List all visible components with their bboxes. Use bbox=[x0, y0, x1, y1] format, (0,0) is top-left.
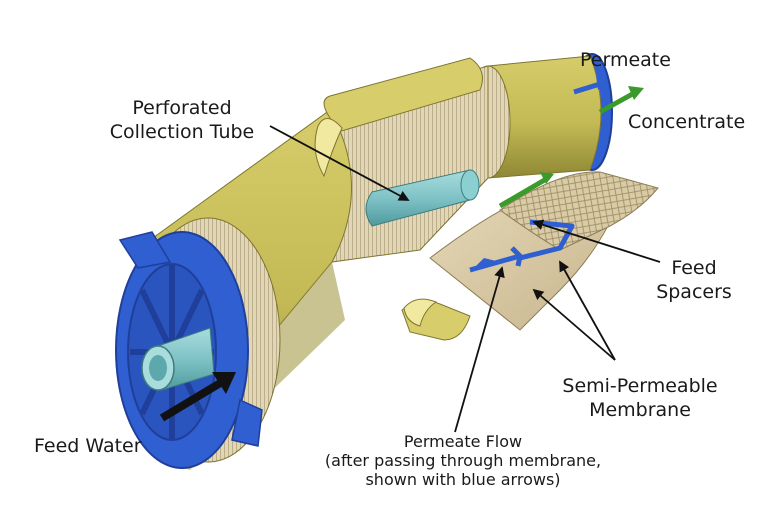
permeate-flow-arrows bbox=[469, 219, 575, 273]
label-perforated-line1: Perforated bbox=[132, 97, 232, 119]
leader-feed-spacers bbox=[532, 219, 661, 263]
label-concentrate: Concentrate bbox=[628, 111, 746, 133]
label-feed-water: Feed Water bbox=[34, 435, 142, 457]
feed-water-arrow bbox=[159, 372, 236, 422]
shell-flap-top bbox=[314, 57, 483, 178]
concentrate-out-arrow bbox=[598, 86, 644, 115]
label-membrane-line2: Membrane bbox=[589, 399, 691, 421]
feed-spacer-mesh bbox=[499, 171, 659, 251]
label-feed-spacers: Feed Spacers bbox=[654, 256, 734, 304]
permeate-out-arrow bbox=[573, 76, 608, 95]
label-permeate-flow-group: Permeate Flow (after passing through mem… bbox=[318, 432, 608, 489]
leader-perforated-tube bbox=[269, 125, 410, 201]
leader-membrane-1 bbox=[532, 288, 616, 361]
label-membrane-line1: Semi-Permeable bbox=[562, 375, 718, 397]
collection-tube-front-end bbox=[141, 327, 215, 391]
label-perforated-collection-tube: Perforated Collection Tube bbox=[92, 96, 272, 144]
concentrate-arrow-inner bbox=[498, 172, 554, 209]
label-permeate-flow-note-line1: (after passing through membrane, bbox=[324, 451, 602, 470]
label-perforated-line2: Collection Tube bbox=[109, 121, 255, 143]
label-semi-permeable-membrane: Semi-Permeable Membrane bbox=[552, 374, 728, 422]
perforated-collection-tube bbox=[365, 169, 480, 227]
label-feed-spacers-line1: Feed bbox=[671, 257, 717, 279]
leader-membrane-2 bbox=[559, 260, 616, 361]
leader-permeate-flow bbox=[454, 266, 505, 433]
label-permeate-flow-note-line2: shown with blue arrows) bbox=[365, 470, 561, 489]
leader-lines bbox=[269, 125, 661, 433]
label-permeate: Permeate bbox=[580, 49, 671, 71]
label-feed-spacers-line2: Spacers bbox=[656, 281, 732, 303]
shell-flap-bottom bbox=[401, 298, 471, 341]
label-permeate-flow: Permeate Flow bbox=[403, 432, 523, 451]
